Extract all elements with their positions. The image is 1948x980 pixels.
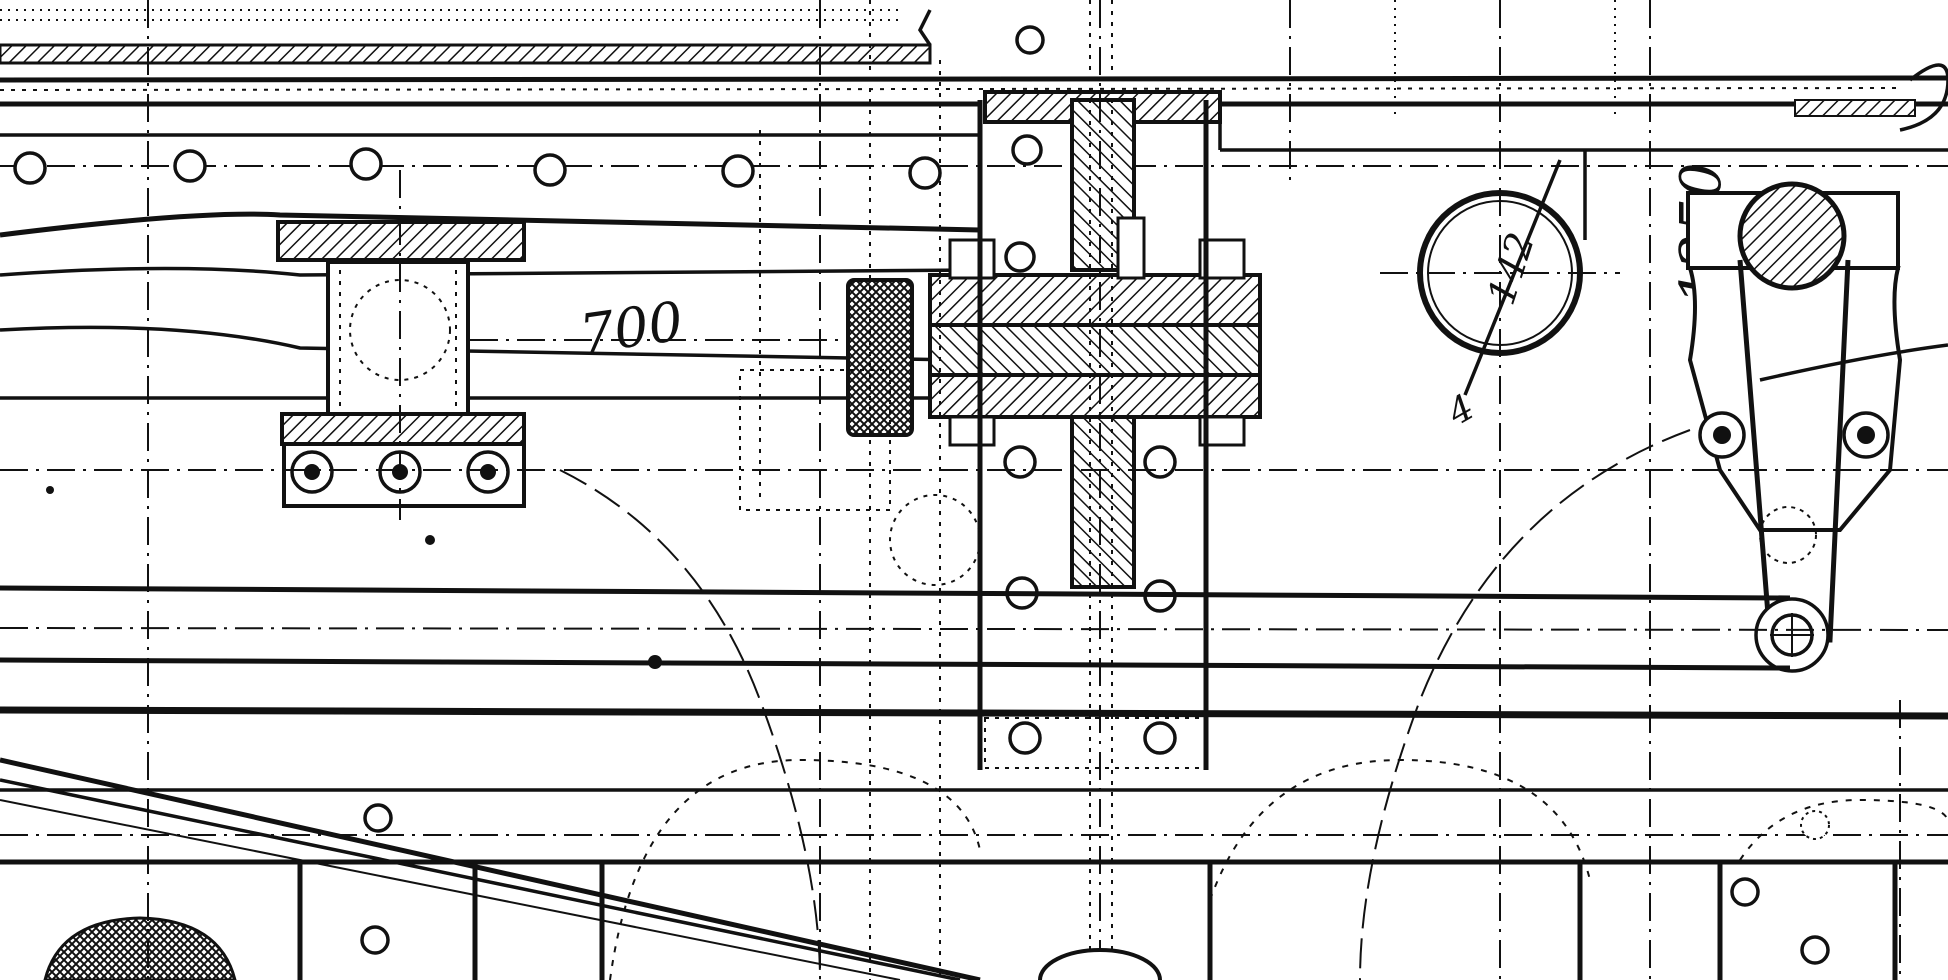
swing-arcs bbox=[559, 343, 1948, 980]
dimension-700-label: 700 bbox=[576, 290, 687, 367]
centre-lines bbox=[147, 0, 1901, 980]
brake-rods bbox=[0, 469, 1948, 865]
dimension-arrow-mark: 4 bbox=[1440, 387, 1481, 434]
brake-shaft-section: 142 4 1250 bbox=[1380, 0, 1734, 980]
brake-lever bbox=[1686, 181, 1903, 673]
top-rivet-row bbox=[13, 25, 1045, 273]
bottom-frame bbox=[0, 757, 1898, 980]
centre-pivot-section bbox=[739, 0, 1262, 980]
spring-bolster bbox=[0, 170, 981, 520]
dimension-700: 700 bbox=[470, 290, 850, 367]
top-frame bbox=[0, 9, 1948, 167]
